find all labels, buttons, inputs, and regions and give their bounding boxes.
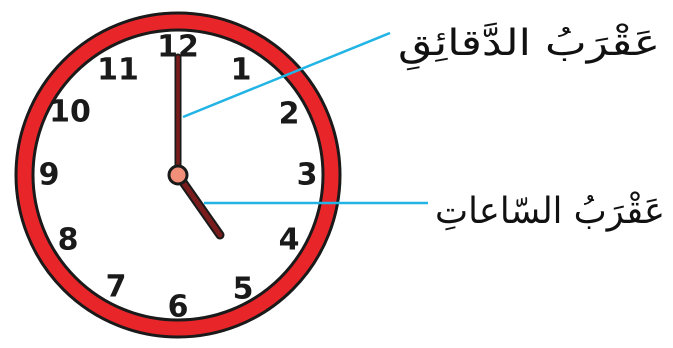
center-pivot [169, 166, 187, 184]
numeral-11: 11 [97, 53, 139, 88]
minute-hand-label: عَقْرَبُ الدَّقائِقِ [398, 22, 660, 71]
numeral-1: 1 [231, 53, 252, 88]
numeral-5: 5 [233, 272, 254, 307]
hour-hand-label: عَقْرَبُ السّاعاتِ [435, 191, 665, 232]
numeral-6: 6 [168, 290, 189, 325]
numeral-4: 4 [279, 223, 300, 258]
numeral-7: 7 [106, 270, 127, 305]
clock: 12 1 2 3 4 5 6 7 8 9 10 11 [16, 13, 340, 337]
numeral-10: 10 [49, 95, 91, 130]
numeral-2: 2 [279, 97, 300, 132]
numeral-8: 8 [58, 223, 79, 258]
numeral-3: 3 [297, 158, 318, 193]
numeral-9: 9 [39, 158, 60, 193]
